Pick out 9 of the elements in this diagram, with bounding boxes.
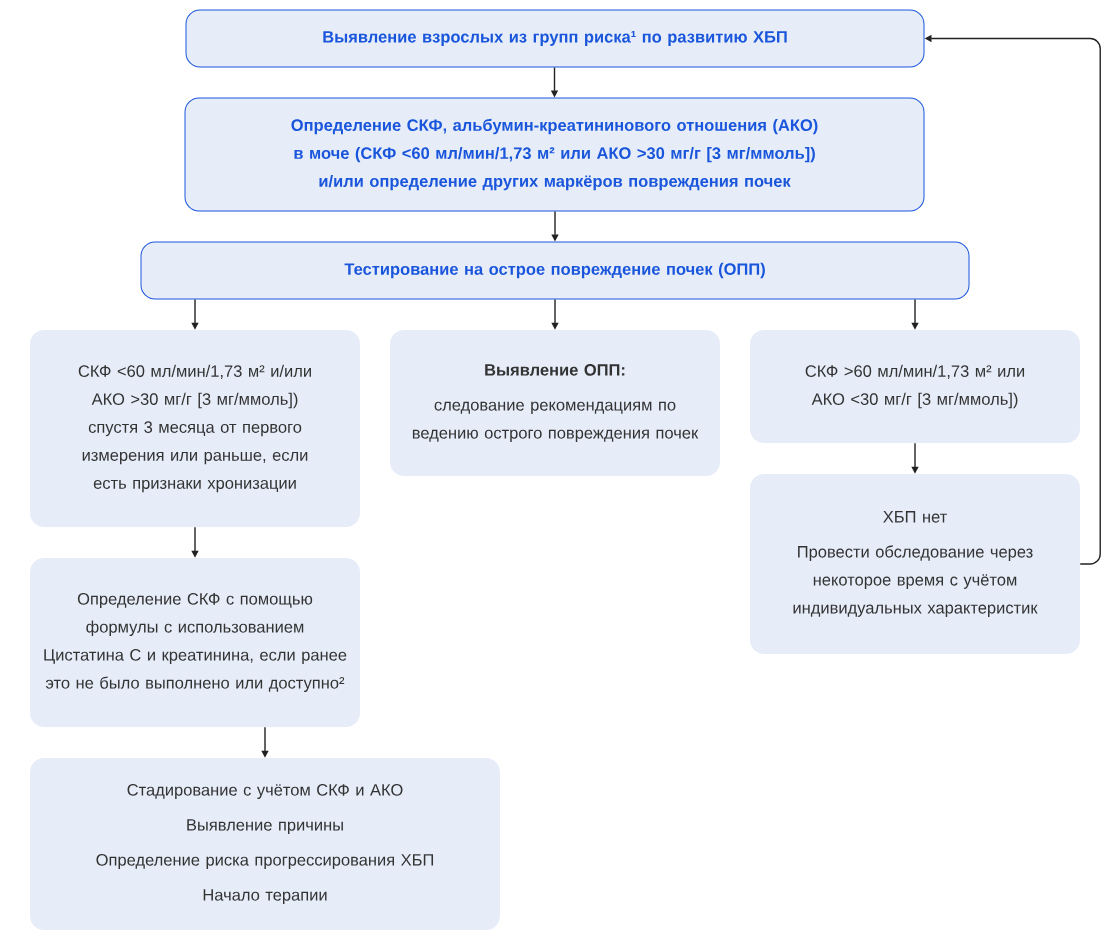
- process-box: СКФ <60 мл/мин/1,73 м² и/или АКО >30 мг/г [3 мг/ммоль]) спустя 3 месяца от первого измерения или раньше, если есть признаки хронизации: [30, 330, 360, 527]
- process-box: Тестирование на острое повреждение почек (ОПП): [140, 241, 970, 300]
- process-box: Определение СКФ с помощью формулы с использованием Цистатина С и креатинина, если ранее это не было выполнено или доступно²: [30, 558, 360, 727]
- process-box: Выявление ОПП: следование рекомендациям по ведению острого повреждения почек: [390, 330, 720, 476]
- process-box: ХБП нет Провести обследование через некоторое время с учётом индивидуальных характеристик: [750, 474, 1080, 654]
- process-box: Определение СКФ, альбумин-креатининового отношения (АКО) в моче (СКФ <60 мл/мин/1,73 м² или АКО >30 мг/г [3 мг/ммоль]) и/или определение других маркёров повреждения почек: [184, 97, 925, 212]
- process-box: Выявление взрослых из групп риска¹ по развитию ХБП: [185, 9, 925, 68]
- process-box: Стадирование с учётом СКФ и АКО Выявление причины Определение риска прогрессирования ХБП Начало терапии: [30, 758, 500, 930]
- process-box: СКФ >60 мл/мин/1,73 м² или АКО <30 мг/г [3 мг/ммоль]): [750, 330, 1080, 443]
